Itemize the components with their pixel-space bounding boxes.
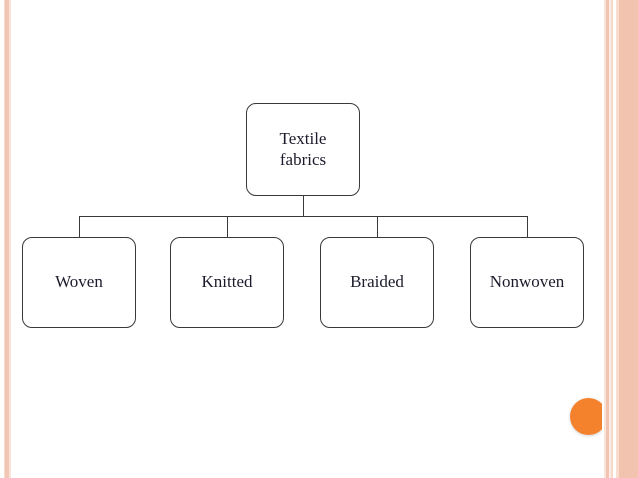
diagram-node-root-label: Textile fabrics <box>279 129 327 169</box>
edge-stripe-band <box>606 0 609 478</box>
diagram-node-nonwoven-label: Nonwoven <box>489 272 565 292</box>
connector-drop-woven <box>79 216 81 237</box>
edge-stripe-band <box>609 0 611 478</box>
edge-stripe-band <box>9 0 11 478</box>
diagram-node-woven-label: Woven <box>55 272 103 292</box>
left-edge-stripe <box>0 0 16 478</box>
orange-bullet-dot <box>570 398 607 435</box>
edge-stripe-band <box>611 0 613 478</box>
diagram-node-woven: Woven <box>22 237 136 328</box>
edge-stripe-band <box>613 0 616 478</box>
edge-stripe-band <box>616 0 619 478</box>
diagram-node-knitted-label: Knitted <box>201 272 253 292</box>
edge-stripe-band <box>5 0 9 478</box>
diagram-node-root: Textile fabrics <box>246 103 360 196</box>
connector-root-stem <box>303 196 305 217</box>
connector-drop-braided <box>377 216 379 237</box>
connector-horizontal-bus <box>79 216 528 218</box>
right-edge-stripe <box>602 0 638 478</box>
diagram-node-knitted: Knitted <box>170 237 284 328</box>
edge-stripe-band <box>4 0 5 478</box>
diagram-node-braided: Braided <box>320 237 434 328</box>
edge-stripe-band <box>0 0 4 478</box>
connector-drop-nonwoven <box>527 216 529 237</box>
diagram-node-nonwoven: Nonwoven <box>470 237 584 328</box>
diagram-node-braided-label: Braided <box>350 272 404 292</box>
connector-drop-knitted <box>227 216 229 237</box>
edge-stripe-band <box>11 0 16 478</box>
edge-stripe-band <box>619 0 638 478</box>
